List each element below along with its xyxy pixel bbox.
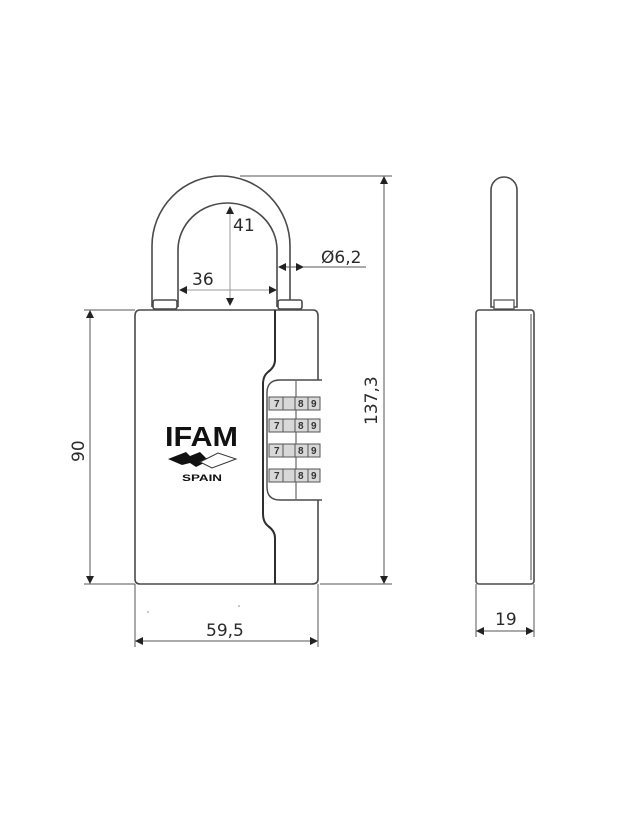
dial-digit: 8 <box>298 421 304 432</box>
side-view <box>475 176 535 585</box>
label-shackle-diameter: Ø6,2 <box>321 248 361 268</box>
dial-digit: 8 <box>298 446 304 457</box>
label-body-height: 90 <box>69 440 89 462</box>
shackle <box>151 175 303 310</box>
dial-digit: 7 <box>274 471 280 482</box>
dial-digit: 8 <box>298 471 304 482</box>
dial-row[interactable]: 7 8 9 <box>268 468 321 483</box>
dial-digit: 9 <box>311 471 317 482</box>
dial-digit: 8 <box>298 399 304 410</box>
dial-digit: 7 <box>274 446 280 457</box>
lock-body <box>134 309 319 585</box>
brand-name: IFAM <box>165 421 238 452</box>
dial-digit: 9 <box>311 446 317 457</box>
label-shackle-inner-width: 36 <box>192 270 214 290</box>
dimensions <box>84 175 535 647</box>
brand-country: SPAIN <box>182 473 222 484</box>
side-body <box>475 309 535 585</box>
dial-digit: 7 <box>274 421 280 432</box>
dial-digit: 9 <box>311 399 317 410</box>
brand-emblem-outline-icon <box>198 452 238 469</box>
dial-row[interactable]: 7 8 9 <box>268 418 321 433</box>
label-shackle-inner-height: 41 <box>233 216 255 236</box>
label-overall-height: 137,3 <box>362 376 382 425</box>
label-body-depth: 19 <box>495 610 517 630</box>
dial-digit: 7 <box>274 399 280 410</box>
side-shackle <box>490 176 518 308</box>
ifam-logo: IFAM SPAIN <box>165 421 238 484</box>
dial-row[interactable]: 7 8 9 <box>268 443 321 458</box>
dial-row[interactable]: 7 8 9 <box>268 396 321 411</box>
combination-dials[interactable]: 7 8 9 7 8 9 7 8 9 7 8 <box>266 379 322 501</box>
dial-digit: 9 <box>311 421 317 432</box>
label-body-width: 59,5 <box>206 621 244 641</box>
front-view: 7 8 9 7 8 9 7 8 9 7 8 <box>134 175 322 585</box>
